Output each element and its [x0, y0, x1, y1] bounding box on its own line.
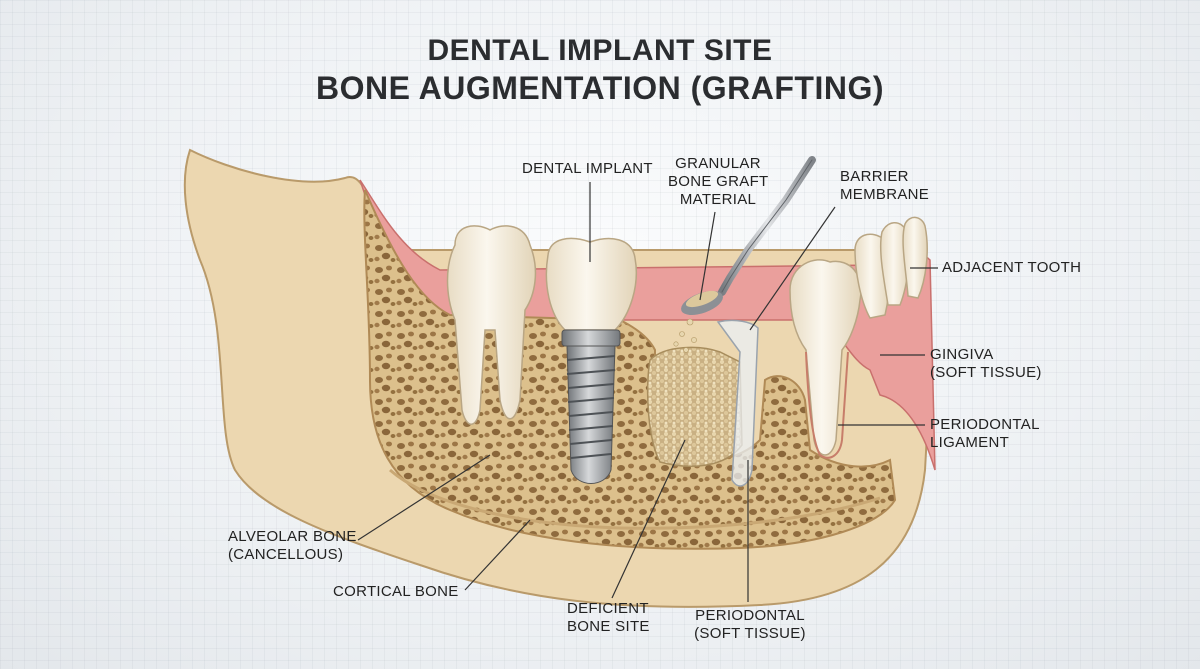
label-periodontal-soft-tissue: PERIODONTAL (SOFT TISSUE) — [690, 607, 810, 643]
barrier-membrane — [716, 319, 759, 487]
label-granular-graft-line-1: GRANULAR — [675, 155, 761, 172]
label-alveolar-bone-line-2: (CANCELLOUS) — [228, 546, 344, 563]
cancellous-bone-shape — [363, 189, 897, 550]
molar-left — [446, 225, 537, 425]
label-barrier-membrane: BARRIER MEMBRANE — [840, 168, 929, 204]
label-adjacent-tooth: ADJACENT TOOTH — [942, 259, 1082, 276]
label-alveolar-bone: ALVEOLAR BONE (CANCELLOUS) — [228, 528, 357, 564]
label-granular-graft: GRANULAR BONE GRAFT MATERIAL — [668, 155, 768, 209]
label-barrier-membrane-line-2: MEMBRANE — [840, 186, 930, 203]
label-deficient-bone-site-line-2: BONE SITE — [567, 618, 650, 635]
label-dental-implant: DENTAL IMPLANT — [522, 160, 653, 177]
label-cortical-bone: CORTICAL BONE — [333, 583, 459, 600]
label-periodontal-ligament-line-2: LIGAMENT — [930, 434, 1010, 451]
adjacent-tooth-premolar — [789, 259, 862, 456]
label-periodontal-ligament: PERIODONTAL LIGAMENT — [930, 416, 1040, 452]
label-periodontal-soft-tissue-line-1: PERIODONTAL — [695, 607, 805, 624]
implant-fixture — [561, 329, 621, 484]
implant-crown — [545, 237, 637, 331]
diagram-title-line-2: BONE AUGMENTATION (GRAFTING) — [315, 70, 884, 106]
label-periodontal-ligament-line-1: PERIODONTAL — [930, 416, 1040, 433]
label-barrier-membrane-line-1: BARRIER — [840, 168, 909, 185]
label-deficient-bone-site: DEFICIENT BONE SITE — [567, 600, 650, 636]
cortical-line — [389, 468, 881, 530]
adjacent-teeth-anterior — [854, 216, 928, 319]
label-periodontal-soft-tissue-line-2: (SOFT TISSUE) — [694, 625, 806, 642]
graft-material — [646, 346, 743, 467]
periodontal-ligament-line — [805, 351, 849, 459]
grafting-instrument — [681, 156, 816, 316]
falling-granules — [673, 318, 697, 353]
label-gingiva-line-1: GINGIVA — [930, 346, 994, 363]
label-deficient-bone-site-line-1: DEFICIENT — [567, 600, 649, 617]
leader-lines — [357, 182, 938, 602]
label-granular-graft-line-3: MATERIAL — [679, 191, 757, 208]
label-gingiva: GINGIVA (SOFT TISSUE) — [930, 346, 1042, 382]
diagram-title-line-1: DENTAL IMPLANT SITE — [427, 34, 773, 67]
label-alveolar-bone-line-1: ALVEOLAR BONE — [228, 528, 357, 545]
label-granular-graft-line-2: BONE GRAFT — [668, 173, 769, 190]
label-gingiva-line-2: (SOFT TISSUE) — [930, 364, 1042, 381]
